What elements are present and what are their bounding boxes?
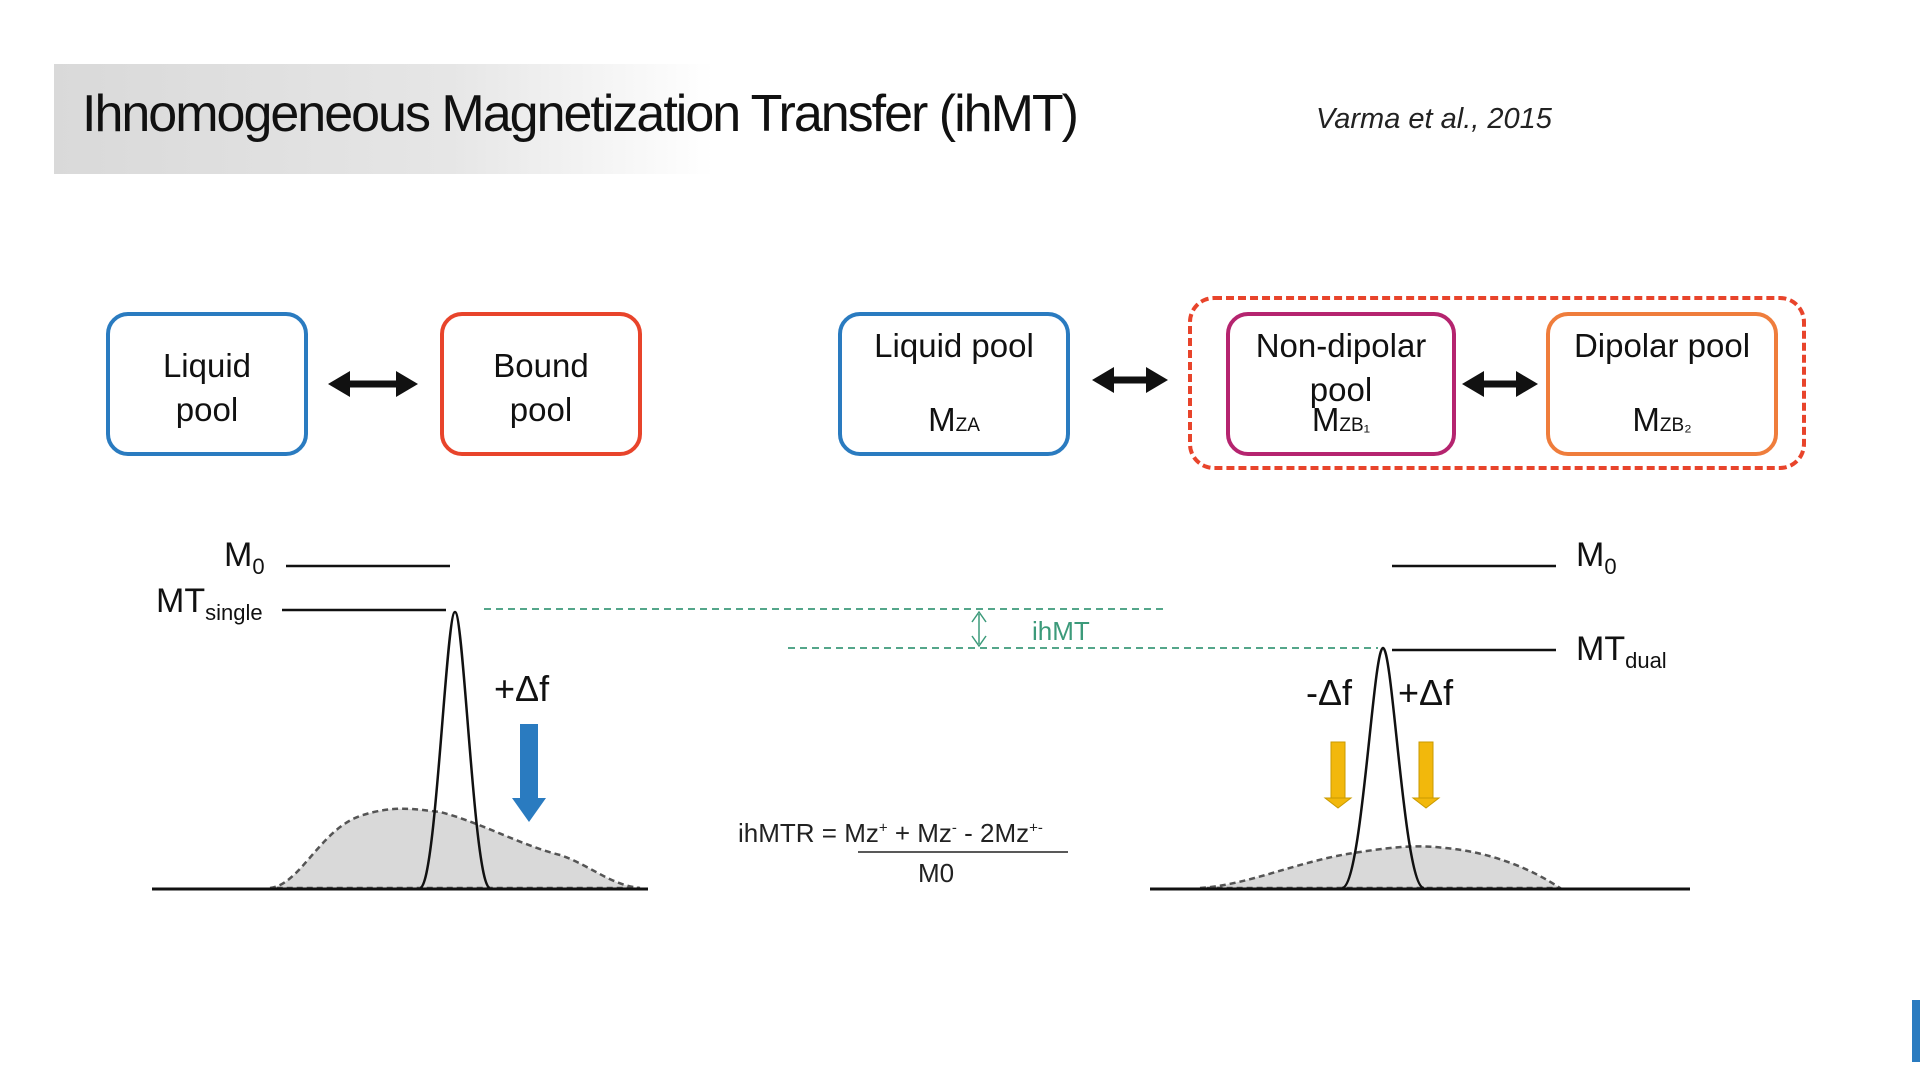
exchange-arrow-right xyxy=(1462,371,1538,397)
ihmtr-formula: ihMTR = Mz+ + Mz- - 2Mz+- xyxy=(738,818,1043,849)
mzb1-symbol: MZB₁ xyxy=(1311,401,1371,438)
bound-pool-label-line1: Bound xyxy=(493,347,589,384)
liquid-pool-za-label: Liquid pool xyxy=(874,327,1034,364)
non-dipolar-label-line1: Non-dipolar xyxy=(1255,327,1427,364)
left-liquid-pool-lineshape xyxy=(418,610,492,890)
exchange-arrow-left xyxy=(328,371,418,397)
bound-pool-box: Bound pool xyxy=(440,312,642,456)
formula-lhs: ihMTR = xyxy=(738,818,845,848)
liquid-pool-label-line1: Liquid xyxy=(162,347,252,384)
citation: Varma et al., 2015 xyxy=(1316,103,1552,135)
blue-saturation-arrow xyxy=(512,724,546,822)
dipolar-pool-label: Dipolar pool xyxy=(1573,327,1751,364)
right-m0-label: M0 xyxy=(1576,536,1617,579)
liquid-pool-za-box: Liquid pool MZA xyxy=(838,312,1070,456)
dipolar-pool-box: Dipolar pool MZB₂ xyxy=(1546,312,1778,456)
exchange-arrow-middle xyxy=(1092,367,1168,393)
liquid-pool-label-line2: pool xyxy=(175,391,239,428)
formula-denominator: M0 xyxy=(918,858,955,888)
non-dipolar-pool-box: Non-dipolar pool MZB₁ xyxy=(1226,312,1456,456)
right-liquid-pool-lineshape xyxy=(1341,646,1425,890)
right-negative-offset-label: -Δf xyxy=(1306,672,1353,713)
mza-symbol: MZA xyxy=(928,401,980,438)
yellow-negative-arrow xyxy=(1323,741,1353,809)
yellow-positive-arrow xyxy=(1411,741,1441,809)
right-mt-dual-label: MTdual xyxy=(1576,630,1667,673)
right-bound-pool-lineshape xyxy=(1199,845,1565,890)
left-bound-pool-lineshape xyxy=(269,807,641,890)
mzb2-symbol: MZB₂ xyxy=(1632,401,1692,438)
left-m0-label: M0 xyxy=(224,536,265,579)
left-mt-single-label: MTsingle xyxy=(156,582,263,625)
right-positive-offset-label: +Δf xyxy=(1398,672,1454,713)
ihmt-difference-indicator xyxy=(484,608,1378,649)
slide-corner-mark xyxy=(1912,1000,1920,1062)
slide-title: Ihnomogeneous Magnetization Transfer (ih… xyxy=(82,85,1079,143)
ihmt-label: ihMT xyxy=(1032,616,1090,646)
formula-numerator: Mz+ + Mz- - 2Mz+- xyxy=(844,818,1043,848)
title-bar xyxy=(54,64,714,174)
bound-pool-label-line2: pool xyxy=(509,391,573,428)
right-spectrum-plot xyxy=(1150,564,1690,891)
liquid-pool-box: Liquid pool xyxy=(106,312,308,456)
non-dipolar-label-line2: pool xyxy=(1309,371,1373,408)
bound-pools-group xyxy=(1188,296,1806,470)
left-spectrum-plot xyxy=(152,564,648,891)
left-positive-offset-label: +Δf xyxy=(494,668,550,709)
